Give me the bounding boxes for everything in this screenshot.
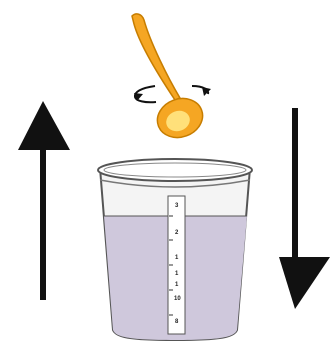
- up-arrow-icon: [18, 101, 70, 300]
- down-arrow-icon: [279, 108, 330, 309]
- spoon-icon: [132, 14, 208, 144]
- measuring-cup-icon: 3 2 1 1 1 10 8: [98, 159, 252, 340]
- scale-label: 10: [174, 296, 181, 302]
